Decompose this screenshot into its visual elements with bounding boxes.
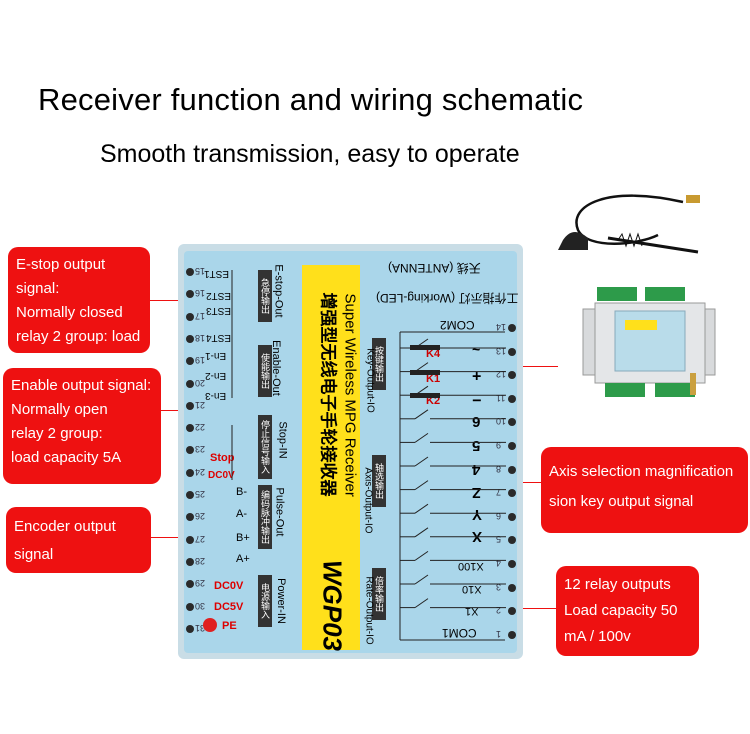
terminal-pin [508, 465, 516, 474]
pulse-a-plus-label: A+ [236, 553, 250, 565]
page-title: Receiver function and wiring schematic [38, 82, 584, 117]
terminal-pin [508, 394, 516, 403]
axis-leader [506, 482, 541, 483]
terminal-pin [186, 357, 194, 366]
pe-ground-icon [203, 618, 217, 632]
terminal-pin [186, 557, 194, 566]
terminal-pin [508, 347, 516, 356]
power-pe-label: PE [222, 620, 237, 632]
axis-cn-label: 轴选输出 [372, 455, 386, 507]
axis-callout: Axis selection magnification sion key ou… [541, 447, 748, 533]
power-dc0v-label: DC0V [214, 580, 244, 592]
relay-leader [506, 608, 556, 609]
pulse-a-minus-label: A- [236, 508, 247, 520]
encoder-leader [151, 537, 199, 538]
relay-switch-blade [414, 409, 429, 420]
pulse-b-minus-label: B- [236, 486, 247, 498]
terminal-pin [186, 535, 194, 544]
estop-callout: E-stop output signal: Normally closed re… [8, 247, 150, 353]
relay-switch-blade [414, 456, 429, 467]
pulse-b-plus-label: B+ [236, 532, 250, 544]
enable-cn-label: 使能输出 [258, 345, 272, 397]
key-cn-label: 按键输出 [372, 338, 386, 390]
stop-dc0v-label: DC0V [208, 470, 235, 481]
relay-switch-blade [414, 480, 429, 491]
relay-switch-blade [414, 574, 429, 585]
antenna-illustration [558, 194, 700, 254]
relay-switch-blade [414, 503, 429, 514]
relay-switch-blade [414, 550, 429, 561]
terminal-pin [186, 513, 194, 522]
terminal-pin [186, 424, 194, 433]
terminal-pin [508, 560, 516, 568]
terminal-pin [508, 607, 516, 616]
terminal-pin [508, 324, 516, 332]
terminal-pin [186, 379, 194, 388]
k1-key: K1 [426, 373, 441, 385]
k4-key: K4 [426, 348, 441, 360]
relay-switch-blade [414, 598, 429, 609]
relay-switch-blade [414, 432, 429, 443]
device-illustration [582, 287, 716, 397]
receiver-device-photo [575, 275, 718, 410]
terminal-pin [186, 602, 194, 611]
device-leader [506, 366, 558, 367]
estop-leader [150, 300, 198, 301]
enable-callout: Enable output signal: Normally open rela… [3, 368, 161, 484]
terminal-pin [186, 334, 194, 343]
terminal-pin [186, 446, 194, 455]
terminal-pin [186, 580, 194, 589]
terminal-pin [186, 312, 194, 321]
stop-cn-label: 停止信号输入 [258, 415, 272, 479]
terminal-pin [186, 468, 194, 477]
power-dc5v-label: DC5V [214, 601, 244, 613]
rate-cn-label: 倍率输出 [372, 568, 386, 620]
terminal-pin [186, 491, 194, 499]
terminal-pin [508, 418, 516, 427]
terminal-pin [508, 489, 516, 498]
page-subtitle: Smooth transmission, easy to operate [100, 140, 520, 168]
power-cn-label: 电源输入 [258, 575, 272, 627]
estop-cn-label: 急停输出 [258, 270, 272, 322]
terminal-pin [508, 442, 516, 450]
model-label [302, 265, 360, 650]
terminal-pin [508, 583, 516, 592]
relay-callout: 12 relay outputs Load capacity 50 mA / 1… [556, 566, 699, 656]
pulse-cn-label: 编码脉冲输出 [258, 485, 272, 549]
terminal-pin [508, 371, 516, 380]
encoder-callout: Encoder output signal [6, 507, 151, 573]
terminal-pin [186, 401, 194, 410]
terminal-pin [186, 624, 194, 633]
terminal-pin [508, 630, 516, 639]
terminal-pin [186, 290, 194, 299]
terminal-pin [508, 512, 516, 521]
terminal-pin [508, 536, 516, 545]
stop-label: Stop [210, 452, 235, 464]
relay-switch-blade [414, 527, 429, 538]
terminal-pin [186, 268, 194, 276]
